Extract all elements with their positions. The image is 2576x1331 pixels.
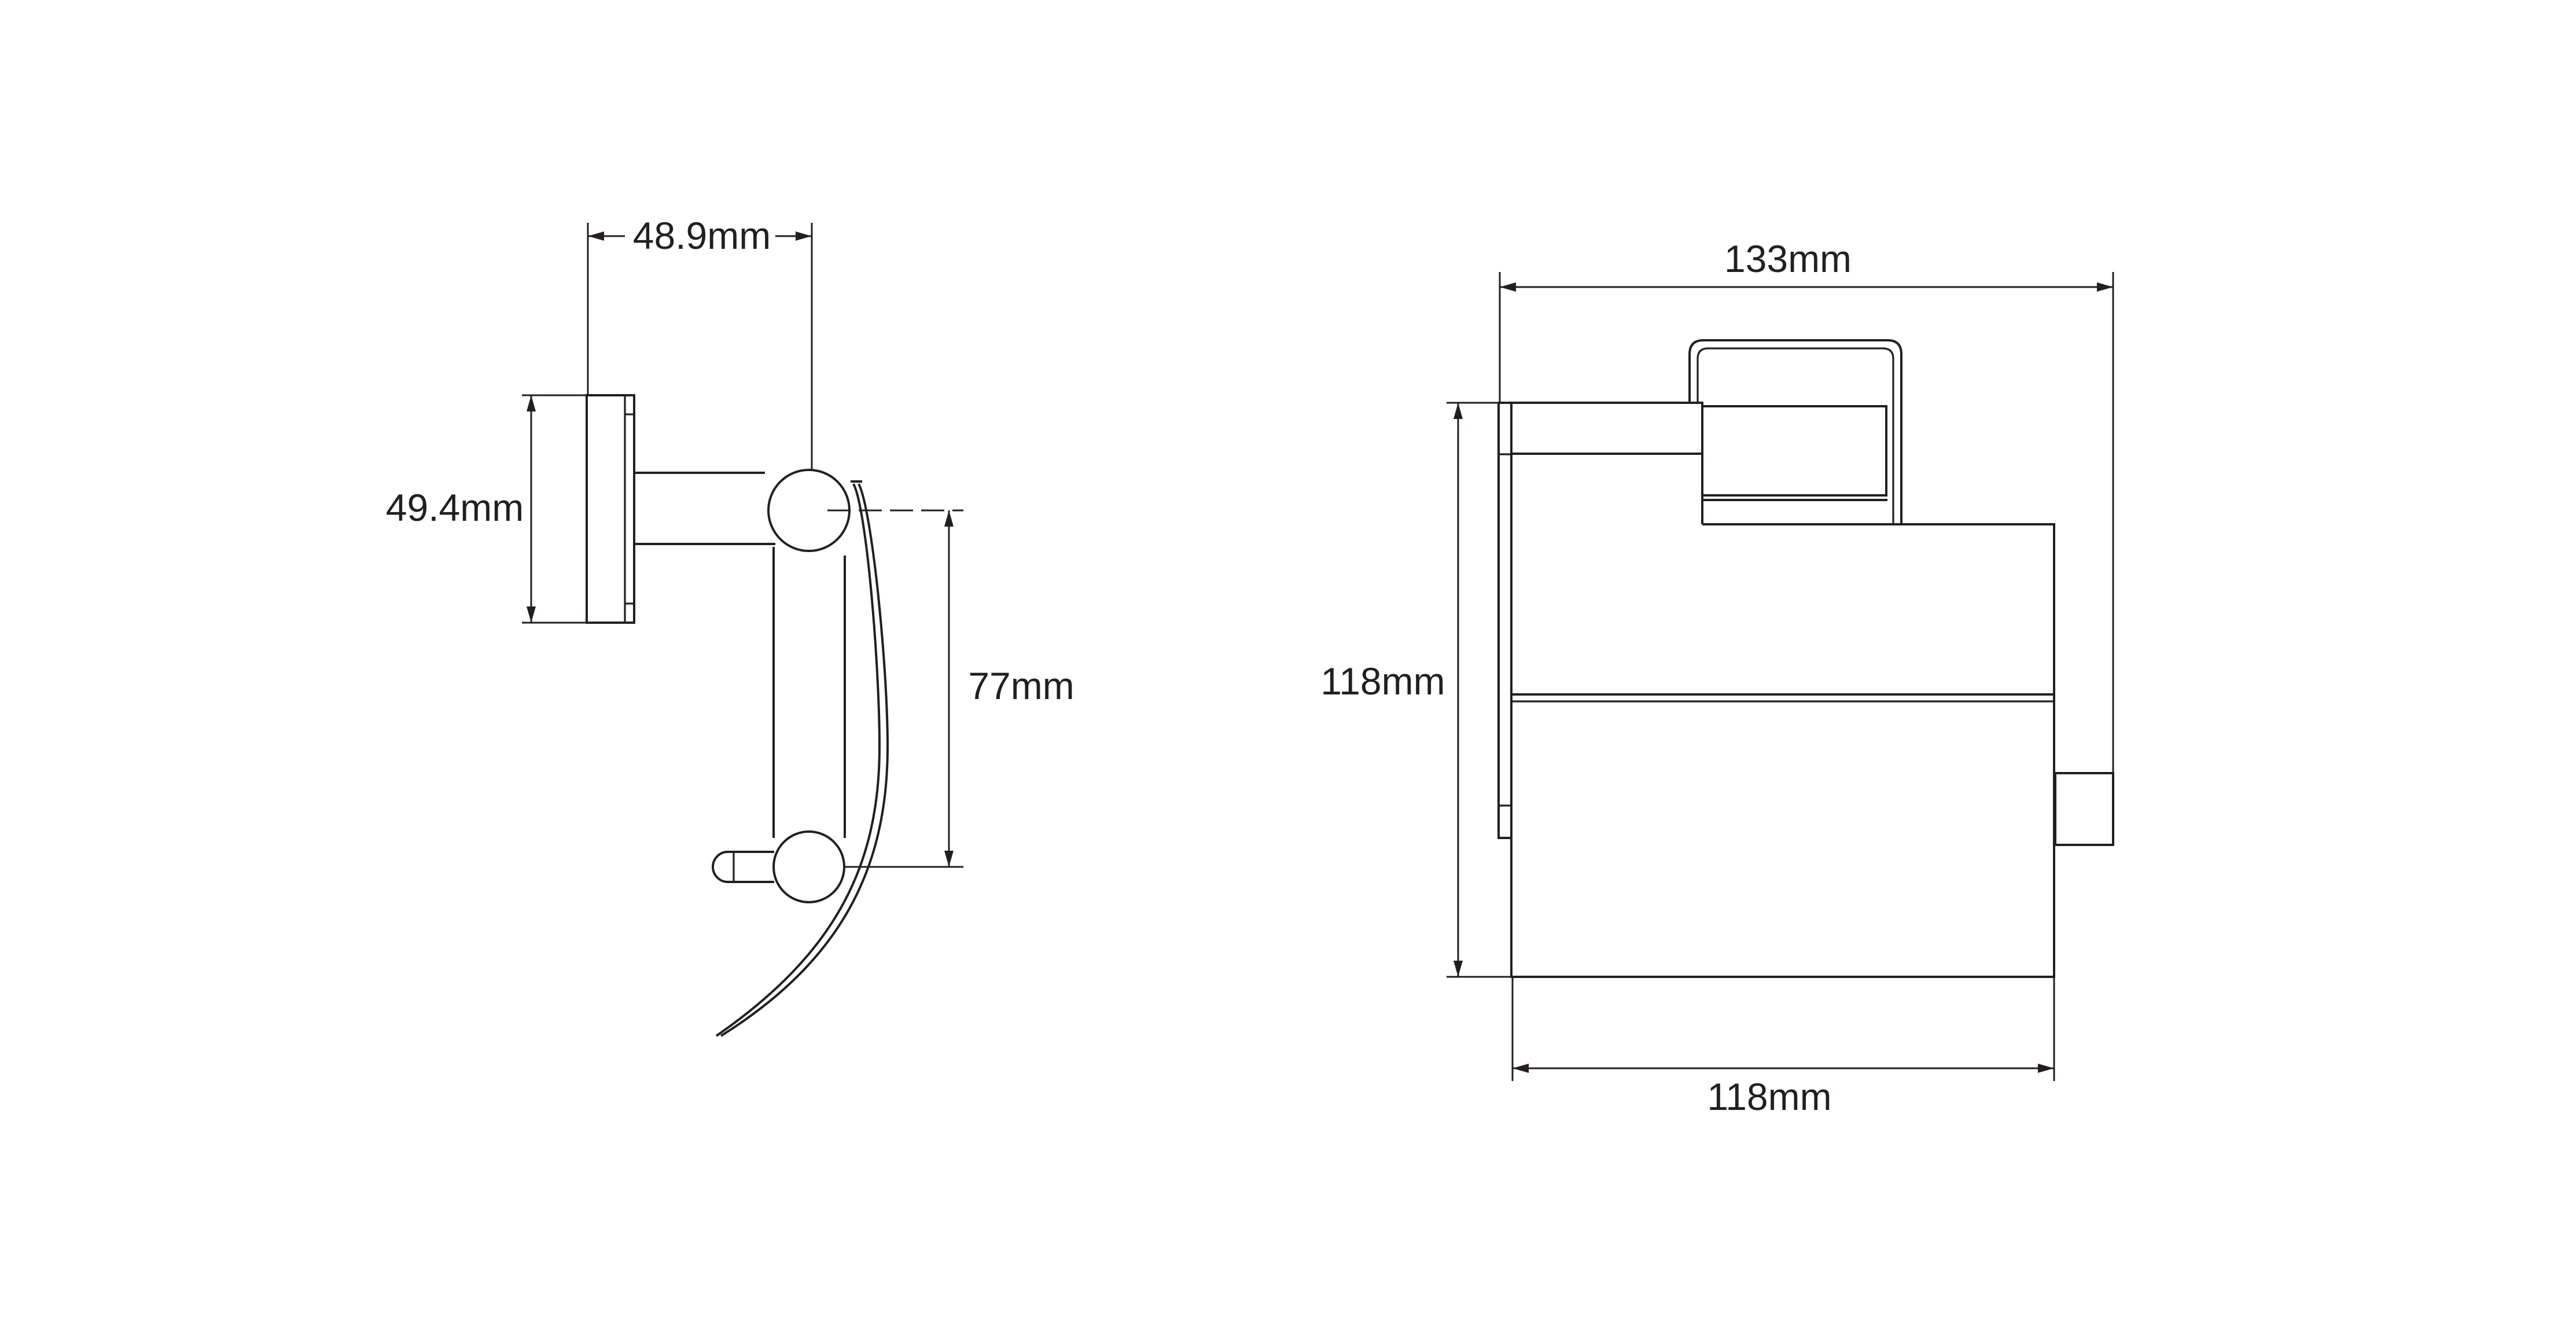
bottom-roller bbox=[772, 830, 845, 903]
roller-spacing-dimension-label: 77mm bbox=[968, 664, 1074, 707]
height-dimension: 118mm bbox=[1320, 403, 1463, 977]
mounting-bracket bbox=[1688, 339, 1902, 524]
paper-cover bbox=[1510, 454, 2055, 978]
vertical-bar bbox=[772, 547, 846, 838]
base-height-dimension: 49.4mm bbox=[386, 395, 536, 623]
height-dimension-label: 118mm bbox=[1320, 660, 1445, 703]
front-view: 133mm 118mm 118mm bbox=[1320, 237, 2114, 1118]
wall-base-plate bbox=[586, 394, 635, 624]
side-spindle bbox=[2054, 772, 2114, 846]
top-arm bbox=[1510, 402, 1703, 455]
base-height-dimension-label: 49.4mm bbox=[386, 486, 524, 529]
cover-width-dimension-label: 118mm bbox=[1707, 1075, 1831, 1118]
cover-width-dimension: 118mm bbox=[1513, 1064, 2054, 1118]
depth-dimension-label: 48.9mm bbox=[633, 214, 771, 257]
side-view: 48.9mm 49.4mm 77mm bbox=[386, 214, 1074, 1037]
cover-flap bbox=[715, 480, 889, 1037]
depth-dimension: 48.9mm bbox=[588, 214, 812, 257]
back-plate bbox=[1497, 402, 1513, 839]
roller-spacing-dimension: 77mm bbox=[944, 510, 1074, 867]
support-arm bbox=[634, 472, 775, 545]
overall-width-dimension: 133mm bbox=[1500, 237, 2113, 292]
overall-width-dimension-label: 133mm bbox=[1724, 237, 1852, 280]
roller-pin bbox=[712, 851, 774, 883]
